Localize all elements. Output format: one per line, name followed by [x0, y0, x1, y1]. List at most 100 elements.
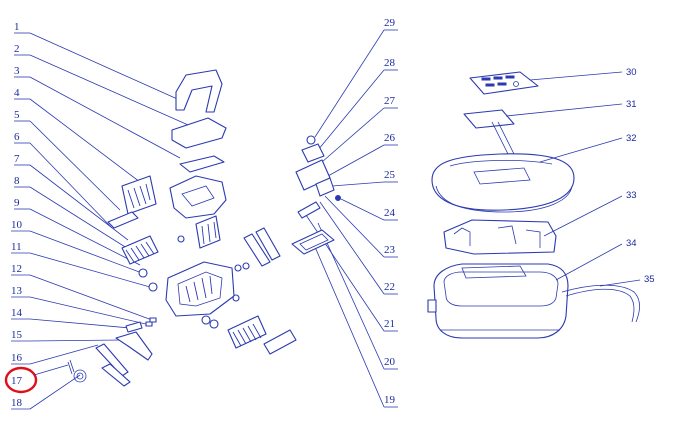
- brush-roller-left-part: [121, 235, 159, 265]
- callout-14[interactable]: 14: [11, 307, 131, 329]
- callout-15[interactable]: 15: [11, 329, 123, 342]
- power-cable-part: [561, 284, 640, 323]
- callout-10[interactable]: 10: [11, 219, 143, 274]
- callout-23[interactable]: 23: [324, 195, 398, 258]
- part-label-30[interactable]: 30: [626, 67, 637, 78]
- callout-2[interactable]: 2: [14, 43, 196, 129]
- part-label-26: 26: [384, 132, 396, 144]
- callout-9[interactable]: 9: [14, 197, 141, 266]
- callout-17[interactable]: 17: [4, 364, 69, 394]
- callout-5[interactable]: 5: [14, 109, 121, 211]
- part-label-4: 4: [14, 87, 20, 99]
- part-label-34[interactable]: 34: [626, 238, 637, 249]
- callout-4[interactable]: 4: [14, 87, 141, 183]
- callout-8[interactable]: 8: [14, 175, 131, 251]
- callout-26[interactable]: 26: [327, 132, 398, 177]
- part-label-33[interactable]: 33: [626, 190, 637, 201]
- callout-1[interactable]: 1: [14, 21, 185, 103]
- power-supply-exploded: 30 31 32 33 34: [427, 67, 655, 339]
- part-label-16: 16: [11, 352, 23, 364]
- part-label-25: 25: [384, 169, 396, 181]
- control-panel-label-part: [469, 71, 539, 95]
- brush-roller-bottom-part: [227, 315, 267, 349]
- callout-27[interactable]: 27: [321, 95, 398, 163]
- part-label-12: 12: [11, 263, 22, 275]
- callout-3[interactable]: 3: [14, 65, 181, 159]
- o-ring-part: [335, 195, 341, 201]
- part-label-17: 17: [11, 375, 23, 387]
- brush-bar-part: [107, 211, 139, 229]
- part-label-10: 10: [11, 219, 23, 231]
- washer-part: [232, 294, 240, 302]
- caddy-base-part: [427, 263, 569, 339]
- robot-assembly-exploded: [67, 69, 297, 387]
- shaft-part: [297, 201, 321, 219]
- part-label-11: 11: [11, 241, 22, 253]
- part-label-32[interactable]: 32: [626, 133, 637, 144]
- screw-part: [149, 317, 157, 323]
- part-label-13: 13: [11, 285, 23, 297]
- part-label-23: 23: [384, 244, 396, 256]
- callout-13[interactable]: 13: [11, 285, 151, 326]
- callout-11[interactable]: 11: [11, 241, 151, 288]
- clip-part: [125, 321, 143, 333]
- roller-track-right-part: [243, 233, 271, 267]
- wheel-part-2: [209, 319, 219, 329]
- impeller-part: [306, 135, 316, 145]
- callout-28[interactable]: 28: [317, 57, 398, 151]
- right-label-column: 29 28 27 26 25 24 23 22: [305, 17, 398, 408]
- motor-cap-part: [301, 143, 325, 163]
- part-label-20: 20: [384, 356, 396, 368]
- callout-7[interactable]: 7: [14, 153, 129, 241]
- part-label-24: 24: [384, 207, 396, 219]
- part-label-18: 18: [11, 397, 23, 409]
- handle-part: [175, 69, 223, 113]
- part-label-21: 21: [384, 318, 395, 330]
- nut-part-2: [242, 262, 250, 270]
- part-label-27: 27: [384, 95, 396, 107]
- callout-20[interactable]: 20: [317, 222, 398, 370]
- highlight-circle: [4, 366, 38, 394]
- gear-small-part: [138, 268, 148, 278]
- wheel-part: [201, 315, 211, 325]
- part-label-5: 5: [14, 109, 20, 121]
- part-label-6: 6: [14, 131, 20, 143]
- callout-24[interactable]: 24: [340, 198, 398, 221]
- callout-29[interactable]: 29: [314, 17, 398, 138]
- part-label-9: 9: [14, 197, 20, 209]
- part-label-35[interactable]: 35: [644, 274, 655, 285]
- drive-frame-part: [291, 229, 335, 255]
- left-label-column: 1 2 3 4 5 6 7 8: [4, 21, 196, 410]
- track-part: [115, 331, 153, 361]
- nut-part: [234, 264, 242, 272]
- part-label-2: 2: [14, 43, 20, 55]
- callout-25[interactable]: 25: [331, 169, 398, 187]
- part-label-29: 29: [384, 17, 396, 29]
- callout-22[interactable]: 22: [319, 201, 398, 295]
- spring-cable-part: [67, 359, 87, 383]
- callout-12[interactable]: 12: [11, 263, 153, 321]
- filter-panel-part: [121, 175, 157, 215]
- handle-plate-part: [171, 117, 227, 149]
- part-label-14: 14: [11, 307, 23, 319]
- callout-6[interactable]: 6: [14, 131, 113, 229]
- part-label-3: 3: [14, 65, 20, 77]
- belt-part-2: [101, 363, 131, 387]
- part-label-31[interactable]: 31: [626, 99, 637, 110]
- part-label-1: 1: [14, 21, 20, 33]
- screw-part-2: [145, 321, 153, 327]
- wheel-hub-part: [148, 282, 158, 292]
- callout-18[interactable]: 18: [11, 374, 81, 410]
- upper-housing-part: [169, 175, 227, 219]
- roller-track-right-part-2: [255, 227, 281, 261]
- part-label-28: 28: [384, 57, 396, 69]
- main-chassis-part: [165, 261, 235, 317]
- top-cover-frame-part: [179, 155, 225, 173]
- callout-16[interactable]: 16: [11, 344, 99, 365]
- motor-assembly-exploded: [291, 135, 341, 255]
- bolt-part: [177, 235, 185, 243]
- callout-19[interactable]: 19: [311, 239, 398, 408]
- connector-port: [427, 299, 437, 313]
- part-label-19: 19: [384, 394, 396, 406]
